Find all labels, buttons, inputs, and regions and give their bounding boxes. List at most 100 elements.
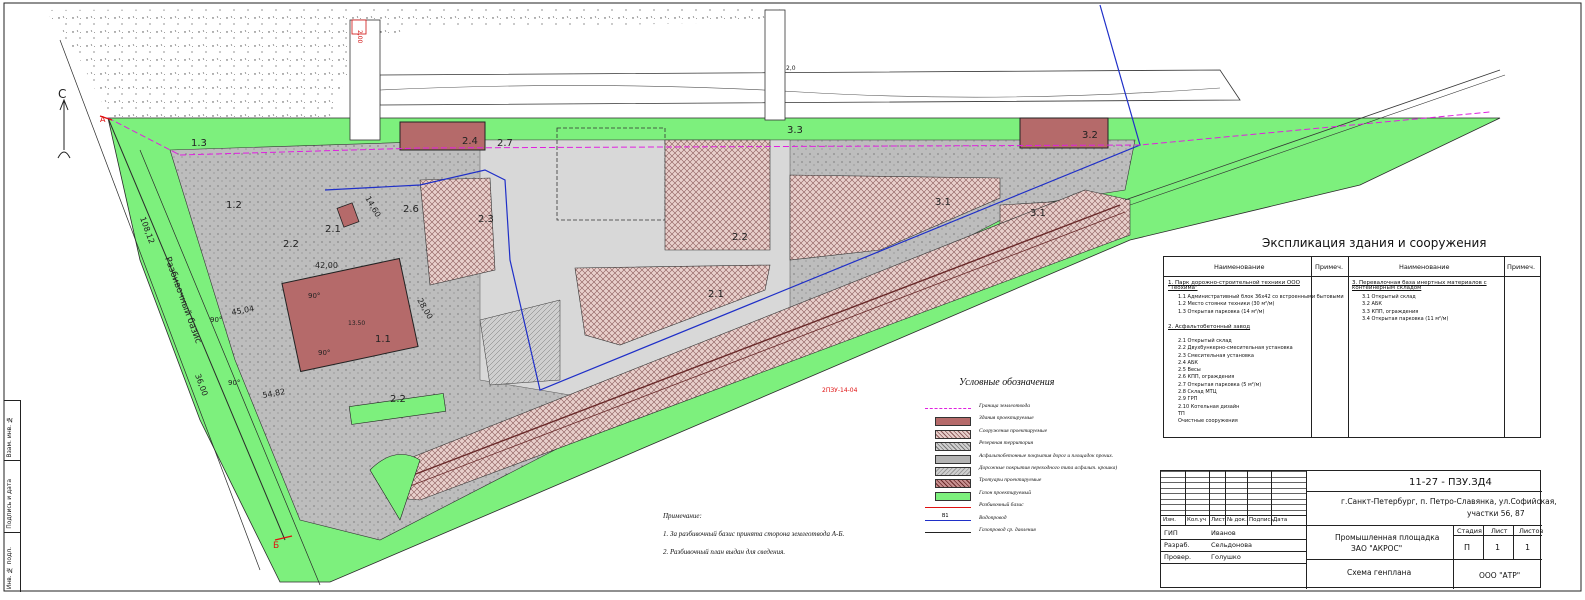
stamp-line — [1453, 535, 1542, 536]
legend-label: Разбивочный базис — [979, 502, 1024, 509]
stamp-line — [1306, 471, 1307, 589]
angle-label: 90° — [308, 292, 320, 300]
basis-line — [107, 117, 286, 541]
building-2-4 — [399, 121, 486, 151]
explication-item: 2.5 Весы — [1178, 367, 1201, 374]
explication-item: 1.1 Административный блок 36х42 со встро… — [1178, 294, 1344, 300]
col-divider — [1311, 257, 1312, 437]
side-label-sign: Подпись и дата — [6, 479, 13, 529]
stamp-role: ГИП — [1164, 529, 1178, 537]
lawn-strip — [348, 393, 447, 425]
existing-terrain — [45, 8, 780, 120]
stamp-line — [1453, 525, 1454, 589]
north-arrow-base — [57, 151, 71, 159]
building-label-1-2: 1.2 — [226, 200, 242, 211]
side-strip: Взам. инв. № Подпись и дата Инв. № подл. — [4, 400, 21, 592]
explication-item: 2.6 КПП, ограждения — [1178, 374, 1235, 381]
sheet-title: Схема генплана — [1347, 568, 1412, 577]
top-mark: 2,0 — [786, 65, 796, 72]
stamp-grid-line — [1161, 498, 1306, 500]
point-b-label: Б — [273, 541, 279, 551]
sheet-value: 1 — [1495, 543, 1501, 552]
stage-header: Стадия — [1457, 527, 1482, 535]
legend-label: Асфальтобетонные покрытия дорог и площад… — [979, 452, 1114, 459]
red-tag: 2ПЗУ-14-04 — [822, 387, 858, 394]
sheet-header: Лист — [1491, 527, 1508, 535]
stamp-line — [1161, 563, 1306, 564]
stamp-col-header: Кол.уч — [1187, 517, 1207, 523]
legend-item: Тротуары проектируемые — [925, 477, 1125, 489]
header-note-right: Примеч. — [1507, 263, 1536, 271]
legend-item: Здания проектируемые — [925, 415, 1125, 427]
road-top-marker — [351, 19, 367, 35]
explication-item: 2.9 ГРП — [1178, 396, 1198, 403]
explication-item: 2.4 АБК — [1178, 359, 1198, 366]
stamp-grid-line — [1209, 471, 1210, 525]
legend-label: Газопровод ср. давления — [979, 527, 1036, 533]
drawing-code: 11-27 - ПЗУ.ЗД4 — [1409, 477, 1492, 488]
stamp-col-header: Лист — [1211, 517, 1225, 523]
explication-item: Очистные сооружения — [1178, 418, 1238, 425]
structure-yard — [479, 299, 561, 386]
building-small — [336, 202, 360, 228]
building-label-2-2b: 2.2 — [283, 239, 299, 250]
legend-item: Резервная территория — [925, 440, 1125, 452]
col-divider — [1504, 257, 1505, 437]
side-label-inv: Взам. инв. № — [6, 415, 13, 458]
note-line-1: 1. За разбивочный базис принята сторона … — [663, 530, 845, 538]
address-line-1: г.Санкт-Петербург, п. Петро-Славянка, ул… — [1341, 497, 1557, 506]
stamp-role: Провер. — [1164, 553, 1192, 561]
building-label-1-1: 1.1 — [375, 334, 391, 345]
explication-item: 2.7 Открытая парковка (5 м²/м) — [1178, 381, 1262, 388]
side-label-orig: Инв. № подл. — [6, 546, 13, 589]
explication-item: 1.3 Открытая парковка (14 м²/м) — [1178, 308, 1265, 315]
road-top — [349, 19, 381, 141]
legend-label: Тротуары проектируемые — [979, 477, 1042, 484]
building-label-2-1: 2.1 — [708, 289, 724, 300]
header-name-left: Наименование — [1214, 263, 1265, 271]
legend-swatch — [935, 479, 971, 489]
stamp-person: Иванов — [1211, 529, 1236, 537]
lawn-curve — [369, 454, 421, 521]
note-line-2: 2. Разбивочный план выдан для сведения. — [663, 548, 786, 556]
building-label-3-1b: 3.1 — [1030, 208, 1046, 219]
north-label: С — [58, 87, 66, 101]
basis-point-a — [99, 115, 113, 121]
legend-label: Газон проектируемый — [979, 489, 1031, 496]
stamp-line — [1306, 525, 1542, 526]
explication-group-title: 3. Перевалочная база инертных материалов… — [1352, 280, 1487, 291]
rail-ext — [1124, 69, 1501, 201]
stamp-person: Голушко — [1211, 553, 1241, 561]
basis-point-b — [274, 535, 293, 541]
angle-label: 90° — [318, 349, 330, 357]
explication-item: ТП — [1178, 410, 1185, 417]
stamp-grid-line — [1161, 482, 1306, 483]
stamp-role: Разраб. — [1164, 541, 1190, 549]
stamp-grid-line — [1247, 471, 1248, 525]
explication-item: 2.3 Смесительная установка — [1178, 352, 1254, 359]
header-divider — [1164, 276, 1540, 277]
building-label-3-2: 3.2 — [1082, 130, 1098, 141]
project-line-2: ЗАО "АКРОС" — [1351, 544, 1403, 553]
building-label-2-4: 2.4 — [462, 136, 478, 147]
legend-swatch — [925, 507, 971, 509]
header-name-right: Наименование — [1399, 263, 1450, 271]
stamp-line — [1161, 539, 1306, 540]
stamp-grid-line — [1225, 471, 1226, 525]
explication-item: 2.1 Открытый склад — [1178, 337, 1232, 344]
rail-ext-2 — [1129, 74, 1506, 206]
road-line-2 — [139, 149, 321, 586]
stamp-line — [1513, 525, 1514, 559]
legend-label: Здания проектируемые — [979, 415, 1034, 422]
stamp-line — [1306, 491, 1542, 492]
stamp-grid-line — [1161, 493, 1306, 494]
address-line-2: участки 56, 87 — [1467, 509, 1525, 518]
stamp-line — [1161, 551, 1306, 552]
building-3-2 — [1019, 117, 1109, 149]
canal-line — [379, 85, 1221, 98]
legend-item: Газопровод ср. давления — [925, 527, 1125, 539]
structure-2-1 — [574, 264, 771, 346]
explication-group-title: 1. Парк дорожно-строительной техники ООО… — [1168, 280, 1300, 291]
